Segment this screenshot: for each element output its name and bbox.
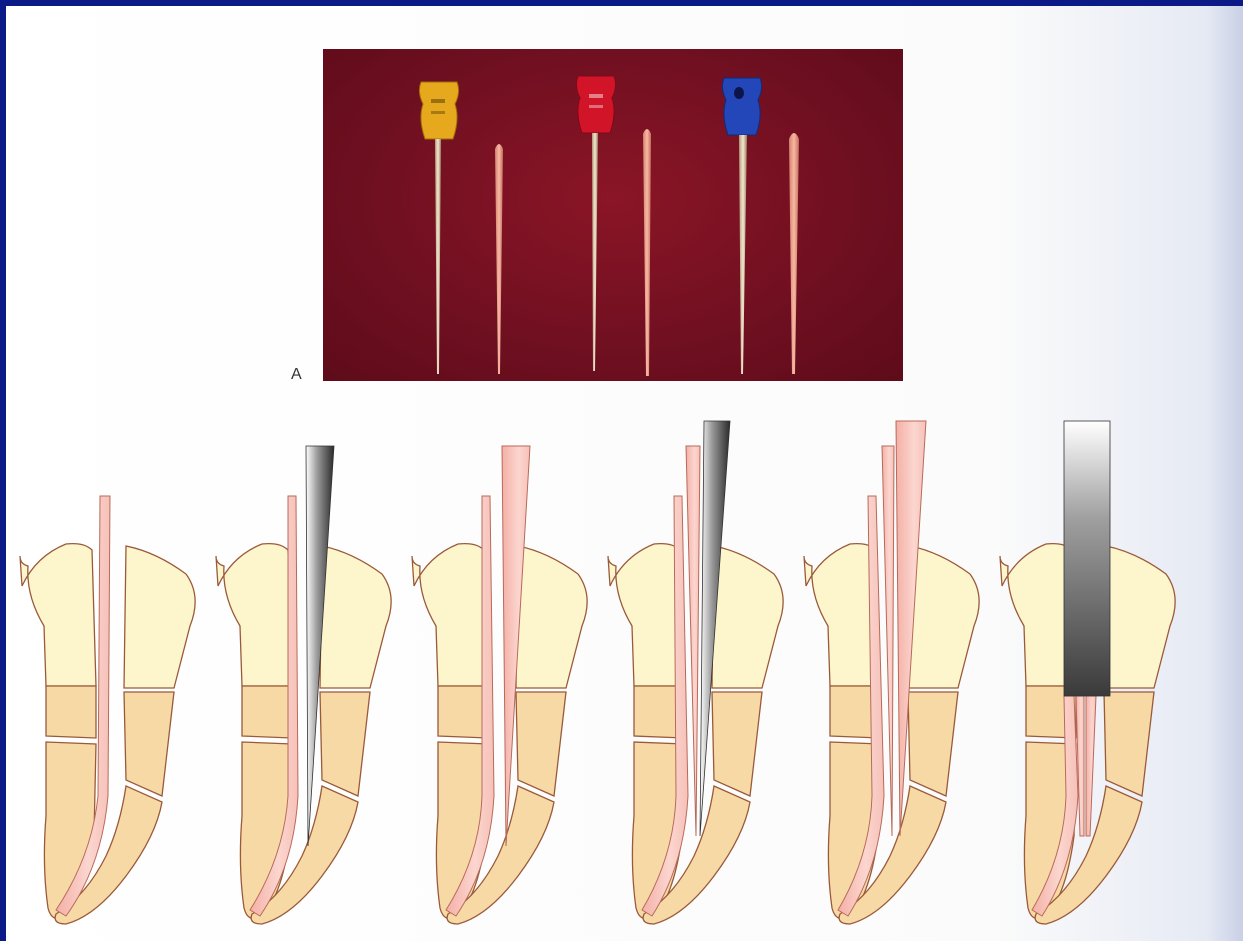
gutta-percha-cone-3 xyxy=(789,133,799,374)
gutta-percha-cone-1 xyxy=(495,144,503,374)
endodontic-files-photo xyxy=(323,49,903,381)
file-yellow xyxy=(419,82,458,374)
figure-page: A xyxy=(6,6,1243,941)
obturation-stages-diagram xyxy=(6,396,1243,941)
panel-label: A xyxy=(291,366,302,384)
stage-4-spreader-again xyxy=(608,421,783,924)
file-blue xyxy=(722,78,761,374)
stage-3-accessory-cone xyxy=(412,446,587,924)
file-red xyxy=(576,76,615,371)
gutta-percha-cone-2 xyxy=(643,129,651,376)
stage-6-heated-plugger xyxy=(1000,421,1175,924)
stage-5-multiple-cones xyxy=(804,421,979,924)
files-and-cones-illustration xyxy=(323,49,903,381)
stage-2-spreader xyxy=(216,446,391,924)
stage-1-master-cone xyxy=(20,496,195,924)
